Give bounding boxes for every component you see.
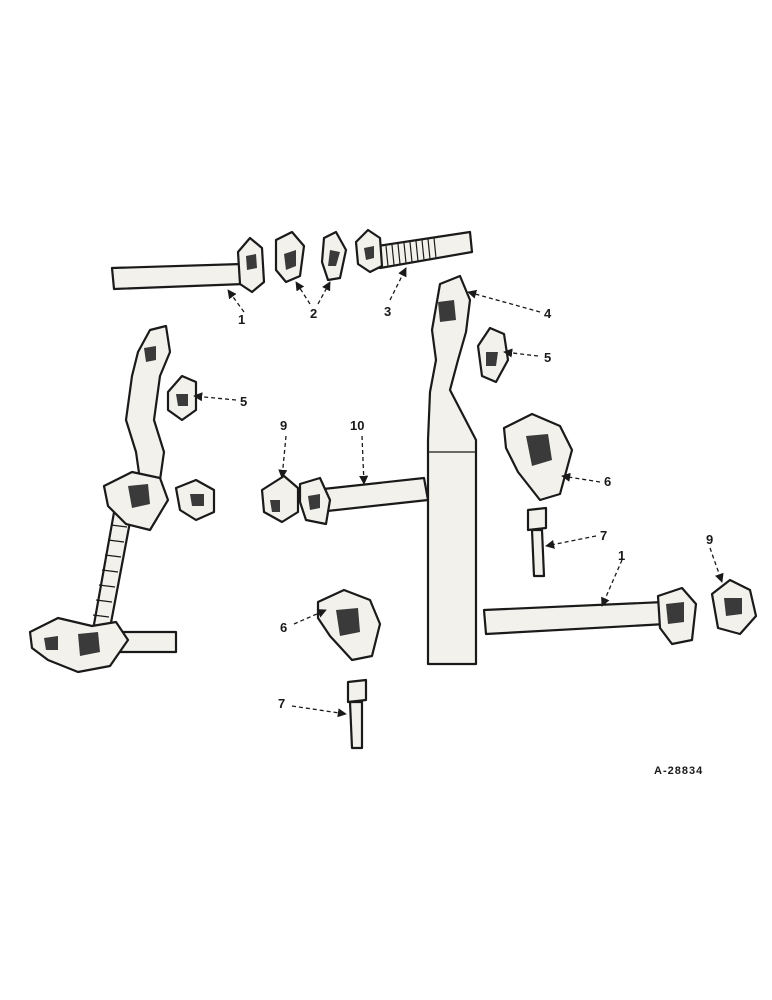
part-10-bar [298, 476, 430, 526]
callout-7-right: 7 [600, 528, 607, 543]
callout-9-center: 9 [280, 418, 287, 433]
part-6-bracket-right [502, 412, 574, 502]
part-7-bolt-right [526, 506, 548, 578]
callout-10: 10 [350, 418, 364, 433]
callout-3: 3 [384, 304, 391, 319]
leader-lines [193, 267, 724, 718]
part-1-bar-right [482, 586, 698, 646]
rod-threads [385, 237, 437, 267]
part-9-bracket-center [260, 474, 300, 524]
part-5-clip-right [476, 326, 510, 384]
part-6-bracket-lower [316, 588, 382, 662]
callout-6-lower: 6 [280, 620, 287, 635]
part-5-clip-left [166, 374, 198, 422]
callout-1-right: 1 [618, 548, 625, 563]
callout-9-right: 9 [706, 532, 713, 547]
part-7-bolt-lower [346, 678, 368, 750]
callout-labels: 1 2 3 4 5 5 9 10 6 7 1 9 6 7 A-28834 [238, 304, 713, 777]
part-3-threaded-rod [354, 228, 474, 274]
part-2-clips [274, 230, 348, 284]
drawing-number: A-28834 [654, 765, 703, 777]
part-1-rod [110, 236, 266, 294]
callout-2: 2 [310, 306, 317, 321]
callout-5-left: 5 [240, 394, 247, 409]
part-9-bracket-right [710, 578, 758, 636]
assembly-threads [92, 509, 131, 618]
left-assembly [28, 324, 216, 674]
callout-4: 4 [544, 306, 552, 321]
callout-7-lower: 7 [278, 696, 285, 711]
part-4-arm [426, 274, 478, 666]
callout-1: 1 [238, 312, 245, 327]
callout-5-right: 5 [544, 350, 551, 365]
callout-6-right: 6 [604, 474, 611, 489]
